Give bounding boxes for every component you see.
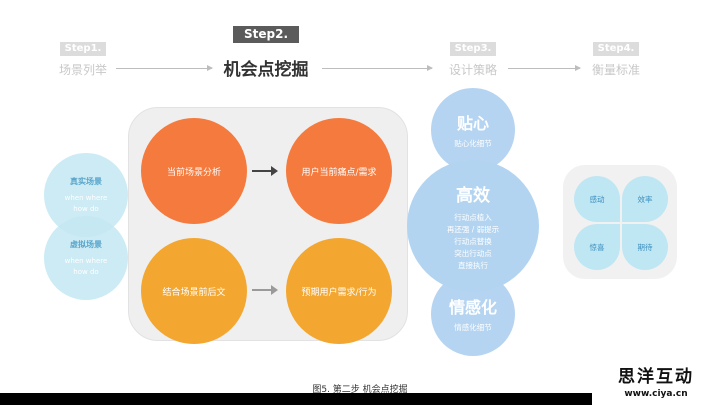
- slide: Step1. 场景列举 Step2. 机会点挖掘 Step3. 设计策略 Ste…: [0, 0, 720, 395]
- logo-name: 思洋互动: [618, 367, 694, 387]
- strategy-emotional-title: 情感化: [448, 298, 497, 317]
- measure-surprise: 惊喜: [574, 224, 620, 270]
- step1-badge: Step1.: [60, 42, 106, 56]
- strategy-efficient: 高效 行动点植入 再还强 / 弱提示 行动点替换 突出行动点 直接执行: [407, 160, 539, 292]
- strategy-efficient-item: 突出行动点: [454, 248, 492, 258]
- scene-context: 结合场景前后文: [141, 238, 247, 344]
- measure-expectation: 期待: [622, 224, 668, 270]
- strategy-thoughtful: 贴心 贴心化细节: [431, 88, 515, 172]
- step4-badge: Step4.: [593, 42, 639, 56]
- real-scene-sub: when where how do: [64, 193, 108, 213]
- measure-efficiency: 效率: [622, 176, 668, 222]
- step1-label: 场景列举: [58, 63, 107, 77]
- virtual-scene-circle: 虚拟场景 when where how do: [44, 216, 128, 300]
- step-arrow: [116, 65, 213, 71]
- strategy-emotional-sub: 情感化细节: [454, 323, 492, 332]
- expected-user-need: 预期用户需求/行为: [286, 238, 392, 344]
- flow-arrow: [252, 166, 278, 176]
- step4-label: 衡量标准: [591, 63, 640, 77]
- virtual-scene-sub: when where how do: [64, 256, 108, 276]
- strategy-efficient-item: 行动点植入: [454, 212, 492, 222]
- watermark-logo: 思洋互动 www.ciya.cn: [592, 364, 720, 405]
- step3-label: 设计策略: [448, 63, 497, 77]
- strategy-thoughtful-sub: 贴心化细节: [454, 139, 492, 148]
- figure-caption: 图5. 第二步 机会点挖掘: [312, 385, 408, 395]
- flow-arrow: [252, 285, 278, 295]
- step3-badge: Step3.: [450, 42, 496, 56]
- virtual-scene-title: 虚拟场景: [70, 239, 102, 249]
- step2-label: 机会点挖掘: [223, 60, 309, 80]
- strategy-thoughtful-title: 贴心: [456, 114, 489, 133]
- real-scene-title: 真实场景: [70, 176, 102, 186]
- current-scene-analysis: 当前场景分析: [141, 118, 247, 224]
- measure-touched: 感动: [574, 176, 620, 222]
- logo-url: www.ciya.cn: [624, 389, 688, 399]
- strategy-efficient-item: 直接执行: [458, 260, 488, 270]
- step-arrow: [322, 65, 433, 71]
- step-arrow: [508, 65, 581, 71]
- strategy-efficient-item: 行动点替换: [454, 236, 492, 246]
- step2-badge: Step2.: [233, 26, 299, 43]
- strategy-efficient-title: 高效: [456, 185, 490, 206]
- strategy-efficient-item: 再还强 / 弱提示: [446, 224, 500, 234]
- user-pain-point: 用户当前痛点/需求: [286, 118, 392, 224]
